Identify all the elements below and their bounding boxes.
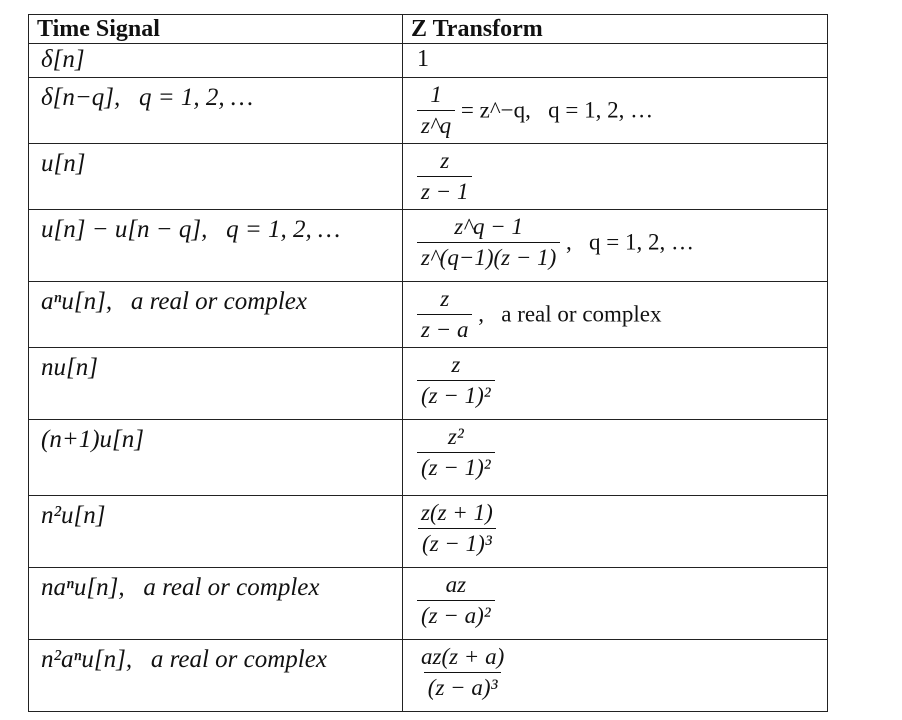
table-row: u[n] − u[n − q], q = 1, 2, … z^q − 1 z^(… bbox=[28, 209, 828, 282]
transform-denominator: z^q bbox=[417, 110, 456, 139]
time-signal-cell: n²aⁿu[n], a real or complex bbox=[28, 639, 403, 712]
table-row: δ[n] 1 bbox=[28, 43, 828, 78]
transform-numerator: z bbox=[440, 148, 450, 173]
time-signal-cell: naⁿu[n], a real or complex bbox=[28, 567, 403, 640]
transform-fraction: z (z − 1)² bbox=[417, 352, 495, 409]
header-row: Time Signal Z Transform bbox=[28, 14, 828, 44]
time-signal-cell: nu[n] bbox=[28, 347, 403, 420]
table-row: aⁿu[n], a real or complex z z − a , a re… bbox=[28, 281, 828, 348]
transform-fraction: z^q − 1 z^(q−1)(z − 1) bbox=[417, 214, 561, 271]
z-transform-cell: 1 bbox=[402, 43, 828, 78]
transform-denominator: (z − 1)³ bbox=[418, 528, 496, 557]
table-row: (n+1)u[n] z² (z − 1)² bbox=[28, 419, 828, 496]
transform-fraction: z² (z − 1)² bbox=[417, 424, 495, 481]
transform-numerator: az(z + a) bbox=[421, 644, 505, 669]
signal-expr: naⁿu[n], bbox=[41, 574, 125, 601]
transform-numerator: z(z + 1) bbox=[421, 500, 493, 525]
z-transform-cell: az(z + a) (z − a)³ bbox=[402, 639, 828, 712]
transform-denominator: (z − 1)² bbox=[417, 452, 495, 481]
transform-denominator: z^(q−1)(z − 1) bbox=[417, 242, 561, 271]
transform-denominator: (z − 1)² bbox=[417, 380, 495, 409]
signal-note: q = 1, 2, … bbox=[138, 84, 254, 111]
transform-numerator: az bbox=[445, 572, 467, 597]
transform-expr: 1 bbox=[417, 46, 429, 72]
time-signal-cell: δ[n−q], q = 1, 2, … bbox=[28, 77, 403, 144]
table-row: nu[n] z (z − 1)² bbox=[28, 347, 828, 420]
header-z-transform: Z Transform bbox=[402, 14, 828, 44]
time-signal-cell: (n+1)u[n] bbox=[28, 419, 403, 496]
z-transform-cell: z z − 1 bbox=[402, 143, 828, 210]
z-transform-cell: z z − a , a real or complex bbox=[402, 281, 828, 348]
signal-note: a real or complex bbox=[143, 574, 320, 601]
time-signal-cell: aⁿu[n], a real or complex bbox=[28, 281, 403, 348]
signal-expr: (n+1)u[n] bbox=[41, 426, 144, 453]
transform-denominator: (z − a)² bbox=[417, 600, 495, 629]
z-transform-table: Time Signal Z Transform δ[n] 1 δ[n−q], q… bbox=[28, 14, 828, 712]
z-transform-cell: z(z + 1) (z − 1)³ bbox=[402, 495, 828, 568]
time-signal-cell: n²u[n] bbox=[28, 495, 403, 568]
transform-denominator: z − 1 bbox=[417, 176, 473, 205]
time-signal-cell: u[n] bbox=[28, 143, 403, 210]
table-row: u[n] z z − 1 bbox=[28, 143, 828, 210]
transform-fraction: 1 z^q bbox=[417, 82, 456, 139]
signal-expr: n²u[n] bbox=[41, 502, 106, 529]
signal-note: a real or complex bbox=[130, 288, 307, 315]
signal-note: q = 1, 2, … bbox=[226, 216, 341, 243]
transform-numerator: z² bbox=[447, 424, 464, 449]
signal-expr: δ[n] bbox=[41, 46, 85, 73]
transform-fraction: z z − a bbox=[417, 286, 473, 343]
signal-note: a real or complex bbox=[150, 646, 327, 673]
z-transform-cell: z (z − 1)² bbox=[402, 347, 828, 420]
transform-fraction: z z − 1 bbox=[417, 148, 473, 205]
table-row: n²aⁿu[n], a real or complex az(z + a) (z… bbox=[28, 639, 828, 712]
signal-expr: nu[n] bbox=[41, 354, 98, 381]
transform-fraction: az (z − a)² bbox=[417, 572, 495, 629]
time-signal-cell: δ[n] bbox=[28, 43, 403, 78]
table-row: δ[n−q], q = 1, 2, … 1 z^q = z^−q, q = 1,… bbox=[28, 77, 828, 144]
signal-expr: n²aⁿu[n], bbox=[41, 646, 133, 673]
transform-rest: , bbox=[478, 301, 484, 327]
time-signal-cell: u[n] − u[n − q], q = 1, 2, … bbox=[28, 209, 403, 282]
transform-rest: , bbox=[566, 229, 572, 255]
table-row: n²u[n] z(z + 1) (z − 1)³ bbox=[28, 495, 828, 568]
transform-note: q = 1, 2, … bbox=[548, 97, 654, 123]
z-transform-cell: az (z − a)² bbox=[402, 567, 828, 640]
transform-note: q = 1, 2, … bbox=[589, 229, 695, 255]
transform-numerator: z^q − 1 bbox=[454, 214, 523, 239]
table-row: naⁿu[n], a real or complex az (z − a)² bbox=[28, 567, 828, 640]
transform-numerator: 1 bbox=[430, 82, 442, 107]
signal-expr: u[n] bbox=[41, 150, 86, 177]
transform-fraction: az(z + a) (z − a)³ bbox=[417, 644, 508, 701]
signal-expr: u[n] − u[n − q], bbox=[41, 216, 208, 243]
header-time-signal: Time Signal bbox=[28, 14, 403, 44]
z-transform-cell: z² (z − 1)² bbox=[402, 419, 828, 496]
transform-rest: = z^−q, bbox=[460, 97, 531, 123]
transform-numerator: z bbox=[451, 352, 461, 377]
transform-fraction: z(z + 1) (z − 1)³ bbox=[417, 500, 497, 557]
signal-expr: δ[n−q], bbox=[41, 84, 121, 111]
z-transform-cell: z^q − 1 z^(q−1)(z − 1) , q = 1, 2, … bbox=[402, 209, 828, 282]
transform-denominator: (z − a)³ bbox=[423, 672, 502, 701]
transform-note: a real or complex bbox=[501, 301, 662, 327]
signal-expr: aⁿu[n], bbox=[41, 288, 113, 315]
transform-numerator: z bbox=[440, 286, 450, 311]
z-transform-cell: 1 z^q = z^−q, q = 1, 2, … bbox=[402, 77, 828, 144]
transform-denominator: z − a bbox=[417, 314, 473, 343]
